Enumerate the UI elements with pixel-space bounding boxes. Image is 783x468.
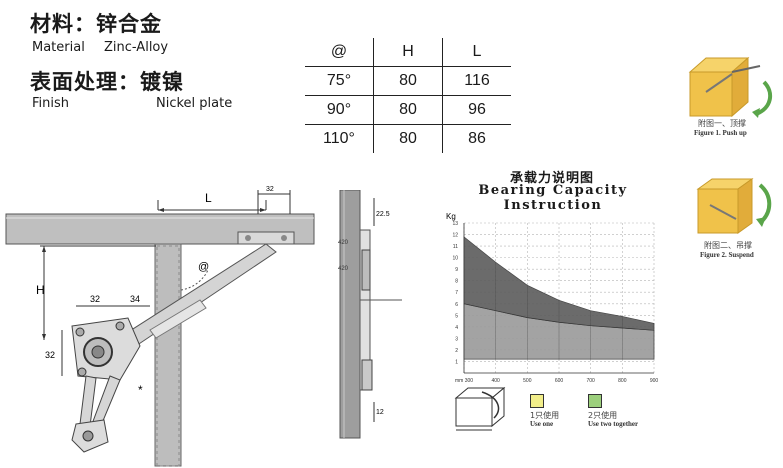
chart-x-tick-label: mm 300 — [455, 378, 473, 384]
side-dim-42-a: 420 — [338, 240, 349, 246]
table-row: 75° 80 116 — [305, 66, 511, 96]
chart-y-tick-label: 13 — [452, 221, 458, 227]
table-row: 110° 80 86 — [305, 124, 511, 153]
material-label-en: Material — [32, 40, 85, 55]
spec-cell: 80 — [373, 66, 443, 96]
chart-y-tick-label: 6 — [455, 302, 458, 308]
material-label-cn: 材料：锌合金 — [30, 12, 162, 36]
spec-cell: 110° — [305, 124, 374, 153]
spec-header-h: H — [373, 38, 443, 67]
chart-y-tick-label: 2 — [455, 348, 458, 354]
legend-swatch-one — [530, 394, 544, 408]
chart-y-tick-label: 4 — [455, 325, 458, 331]
chart-y-axis-label: Kg — [446, 212, 456, 221]
fig2-caption-cn: 附图二、吊撑 — [704, 241, 752, 250]
fig2-caption-en: Figure 2. Suspend — [700, 251, 754, 259]
angle-label: @ — [198, 261, 209, 273]
chart-x-tick-label: 800 — [618, 378, 627, 384]
spec-header-row: @ H L — [305, 38, 511, 67]
spec-table: @ H L 75° 80 116 90° 80 96 110° 80 86 — [305, 38, 511, 153]
chart-y-tick-label: 7 — [455, 290, 458, 296]
fig1-caption-en: Figure 1. Push up — [694, 129, 747, 137]
chart-x-tick-label: 900 — [650, 378, 659, 384]
chart-x-tick-label: 700 — [586, 378, 595, 384]
chart-x-tick-label: 500 — [523, 378, 532, 384]
dim-l-label: L — [205, 191, 212, 205]
hinge-side-drawing: 22.5 420 420 12 — [338, 190, 402, 439]
figure-suspend-image — [696, 178, 772, 234]
spec-cell: 90° — [305, 95, 374, 125]
side-dim-12: 12 — [376, 409, 384, 416]
side-dim-22-5: 22.5 — [376, 211, 390, 218]
chart-y-tick-label: 3 — [455, 336, 458, 342]
table-row: 90° 80 96 — [305, 95, 511, 125]
chart-title: 承载力说明图 — [509, 171, 594, 186]
dim-h-label: H — [36, 283, 45, 297]
material-value-en: Zinc-Alloy — [104, 40, 169, 55]
spec-cell: 80 — [373, 95, 443, 125]
chart-y-tick-label: 9 — [455, 267, 458, 273]
side-dim-42-b: 420 — [338, 266, 349, 272]
legend-box-diagram — [454, 386, 506, 431]
figure-push-up-image — [688, 56, 773, 118]
spec-cell: 75° — [305, 66, 374, 96]
spec-cell: 80 — [373, 124, 443, 153]
chart-y-tick-label: 11 — [453, 244, 458, 250]
chart-y-tick-label: 1 — [455, 359, 458, 365]
hinge-front-drawing: L 32 @ H 32 34 32 * — [5, 186, 315, 467]
dim-32-label: 32 — [90, 294, 100, 304]
chart-y-tick-label: 5 — [455, 313, 458, 319]
legend-one-en: Use one — [530, 420, 554, 428]
star-marker: * — [138, 383, 143, 397]
spec-cell: 86 — [442, 124, 511, 153]
chart-x-tick-label: 600 — [555, 378, 564, 384]
legend-one-cn: 1只使用 — [530, 411, 560, 420]
spec-cell: 116 — [442, 66, 511, 96]
dim-34-label: 34 — [130, 294, 140, 304]
spec-header-angle: @ — [305, 38, 374, 67]
spec-cell: 96 — [442, 95, 511, 125]
legend-two-en: Use two together — [588, 420, 639, 428]
chart-x-tick-label: 400 — [491, 378, 500, 384]
chart-y-tick-label: 10 — [452, 256, 458, 262]
finish-label-cn: 表面处理：镀镍 — [30, 70, 184, 94]
fig1-caption-cn: 附图一、顶撑 — [698, 119, 746, 128]
dim-32-top-label: 32 — [266, 186, 274, 193]
chart-y-tick-label: 12 — [452, 233, 458, 239]
chart-subtitle: Bearing Capacity Instruction — [478, 183, 628, 213]
finish-label-en: Finish — [32, 96, 70, 111]
legend-swatch-two — [588, 394, 602, 408]
finish-value-en: Nickel plate — [156, 96, 233, 111]
chart-y-tick-label: 8 — [455, 279, 458, 285]
dim-32-vert-label: 32 — [45, 350, 55, 360]
legend-two-cn: 2只使用 — [588, 411, 618, 420]
spec-header-l: L — [442, 38, 511, 67]
chart-band-2 — [463, 236, 655, 331]
